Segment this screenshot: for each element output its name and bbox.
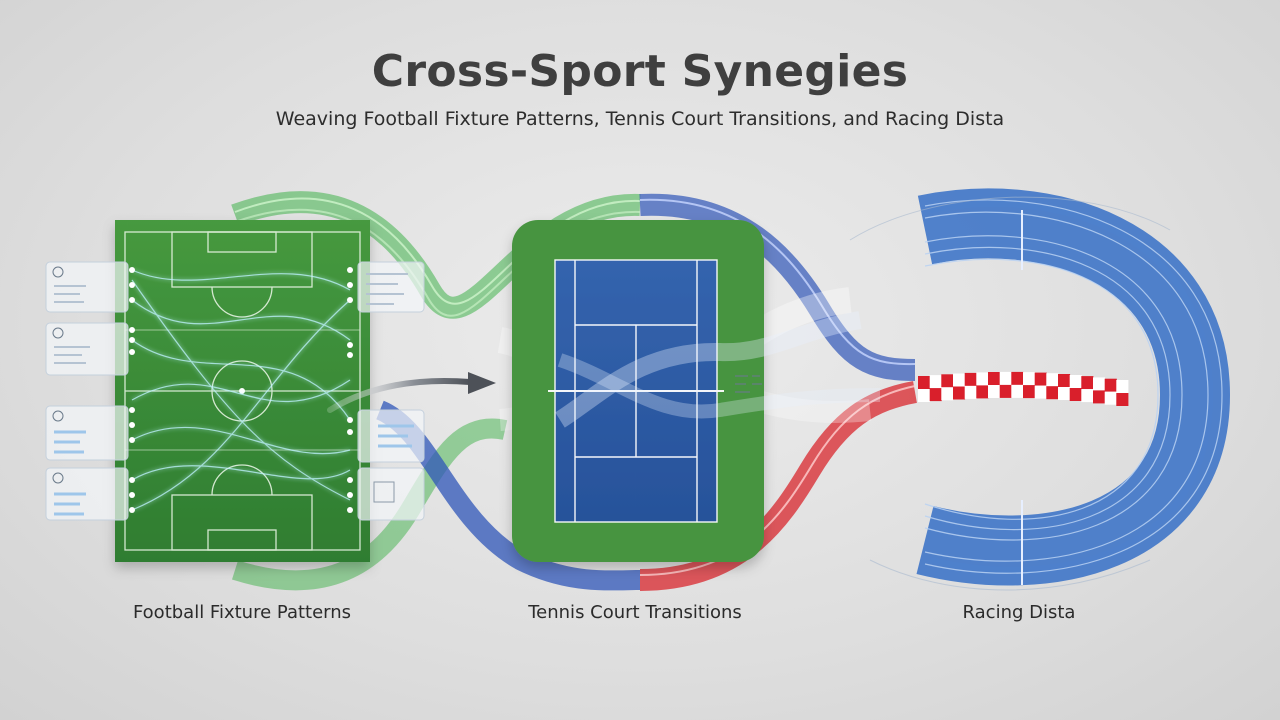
left-data-panels <box>45 261 129 521</box>
checker-square <box>1058 374 1071 387</box>
tennis-data-ticks <box>735 375 762 393</box>
ribbon-blue-upper <box>639 193 916 381</box>
data-panel-icon <box>45 261 129 313</box>
page-title: Cross-Sport Synegies <box>371 46 909 97</box>
label-racing: Racing Dista <box>962 602 1076 623</box>
track-body <box>916 188 1231 586</box>
checker-square <box>1023 372 1036 386</box>
checker-square <box>999 384 1012 398</box>
checker-square <box>964 372 977 386</box>
data-panel-icon <box>45 467 129 521</box>
checker-square <box>1011 384 1024 398</box>
page-subtitle: Weaving Football Fixture Patterns, Tenni… <box>275 108 1005 130</box>
soccer-ball-icon <box>52 410 64 422</box>
flow-arrow-icon <box>327 372 496 413</box>
court-transition-overlay <box>555 311 881 428</box>
label-tennis: Tennis Court Transitions <box>528 602 742 623</box>
checker-square <box>1093 377 1106 391</box>
checker-square <box>1104 378 1117 392</box>
checker-square <box>1069 375 1082 388</box>
checker-square <box>988 385 1001 398</box>
right-data-panels <box>357 261 425 521</box>
checker-square <box>941 374 954 388</box>
checker-square <box>999 371 1012 385</box>
ribbon-red <box>639 381 918 591</box>
checker-square <box>1093 390 1106 404</box>
checker-square <box>929 375 942 389</box>
checker-square <box>1011 371 1024 385</box>
checker-square <box>918 389 931 402</box>
checkered-flag-icon <box>918 371 1129 406</box>
checker-square <box>1046 386 1059 400</box>
track-inner-arcs <box>849 196 1171 591</box>
football-pitch <box>115 220 370 562</box>
data-panel-icon <box>357 467 425 521</box>
track-lanes <box>924 199 1223 574</box>
label-football: Football Fixture Patterns <box>132 602 352 623</box>
checker-square <box>953 373 966 387</box>
checker-square <box>1058 387 1071 400</box>
checker-square <box>953 386 966 400</box>
pitch-nodes-left <box>129 267 135 513</box>
checker-square <box>1116 393 1129 406</box>
checker-square <box>1104 391 1117 405</box>
checker-square <box>1081 376 1094 390</box>
checker-square <box>976 372 989 386</box>
checker-square <box>1034 385 1047 399</box>
soccer-ball-icon <box>52 266 64 278</box>
racing-track <box>849 188 1231 591</box>
pitch-flow-lines <box>131 269 351 511</box>
checker-square <box>988 372 1001 385</box>
data-panel-icon <box>45 322 129 376</box>
data-panel-icon <box>357 409 425 463</box>
checker-square <box>918 376 931 389</box>
checker-square <box>1081 389 1094 403</box>
checker-square <box>976 385 989 399</box>
data-panel-icon <box>357 261 425 313</box>
checker-square <box>1023 385 1036 399</box>
soccer-ball-icon <box>52 472 64 484</box>
checker-square <box>1034 372 1047 386</box>
tennis-court <box>512 220 764 562</box>
checker-square <box>1069 388 1082 401</box>
soccer-ball-icon <box>52 327 64 339</box>
checker-square <box>929 388 942 402</box>
checker-square <box>1046 373 1059 387</box>
data-panel-icon <box>45 405 129 461</box>
checker-square <box>964 385 977 399</box>
pitch-nodes-right <box>347 267 353 513</box>
checker-square <box>941 387 954 401</box>
checker-square <box>1116 380 1129 393</box>
